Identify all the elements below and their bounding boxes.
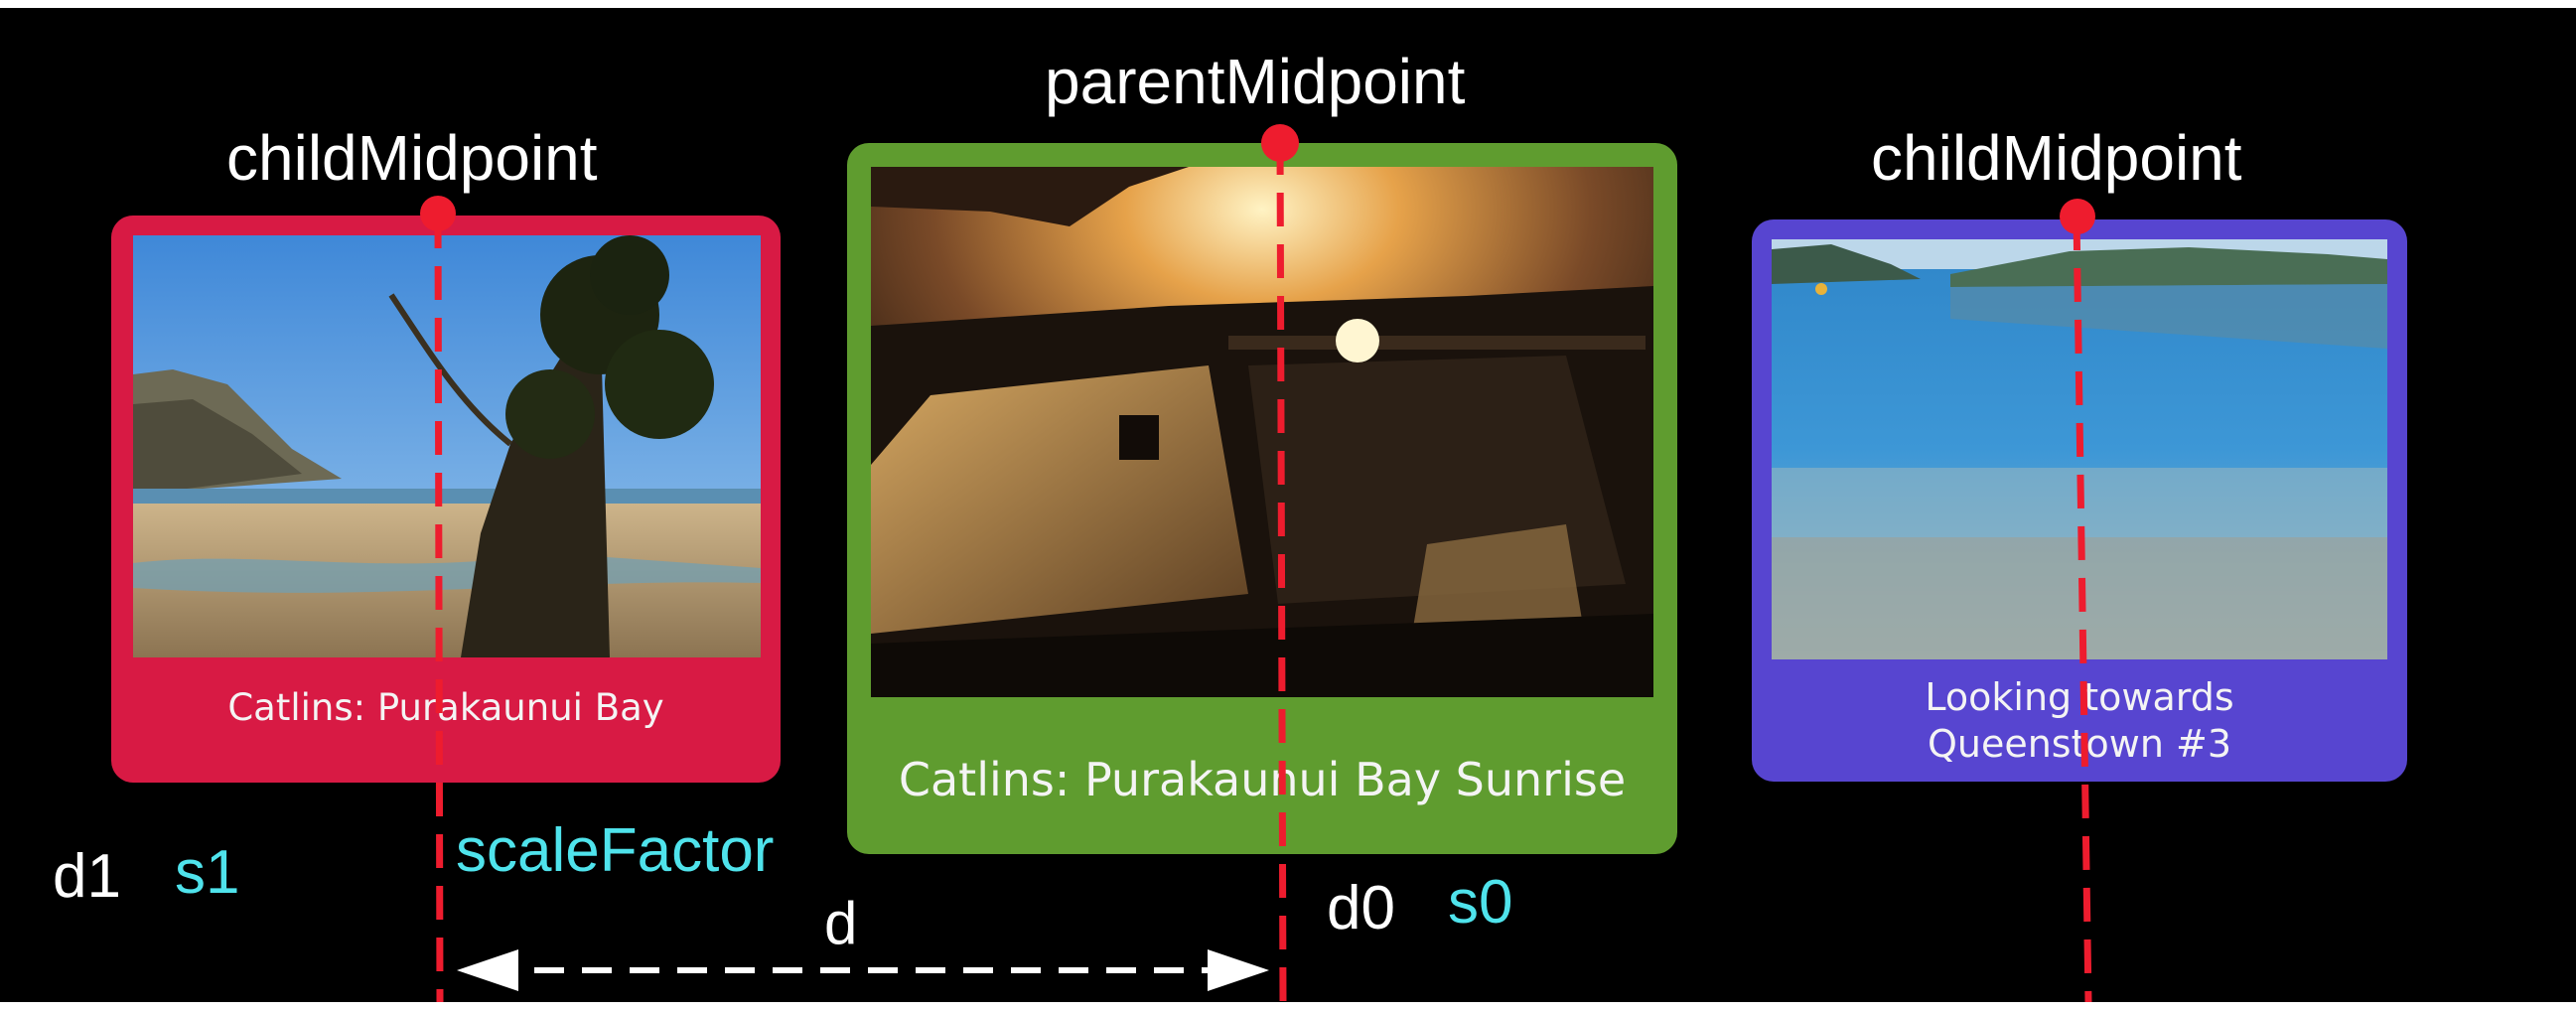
sunrise-photo: [871, 167, 1653, 697]
distance-d-label: d: [824, 890, 858, 956]
center-card-caption: Catlins: Purakaunui Bay Sunrise: [898, 753, 1627, 806]
left-child-midpoint-label: childMidpoint: [226, 122, 598, 194]
right-child-card: Looking towards Queenstown #3: [1752, 219, 2407, 782]
distance-arrow-right-head: [1208, 949, 1269, 991]
left-card-caption: Catlins: Purakaunui Bay: [227, 686, 664, 729]
s1-label: s1: [175, 838, 240, 907]
right-child-midpoint-label: childMidpoint: [1871, 122, 2242, 194]
parent-card: Catlins: Purakaunui Bay Sunrise: [847, 143, 1677, 854]
right-card-caption: Looking towards Queenstown #3: [1925, 675, 2234, 766]
scale-factor-label: scaleFactor: [456, 816, 775, 885]
parent-midpoint-label: parentMidpoint: [1045, 46, 1466, 117]
d0-label: d0: [1327, 874, 1395, 942]
distance-arrow-left-head: [457, 949, 518, 991]
s0-label: s0: [1448, 868, 1513, 937]
left-child-card: Catlins: Purakaunui Bay: [111, 216, 781, 783]
d1-label: d1: [53, 842, 121, 911]
beach-photo: [133, 235, 761, 657]
lake-photo: [1772, 239, 2387, 659]
diagram-canvas: Catlins: Purakaunui Bay: [0, 8, 2576, 1002]
